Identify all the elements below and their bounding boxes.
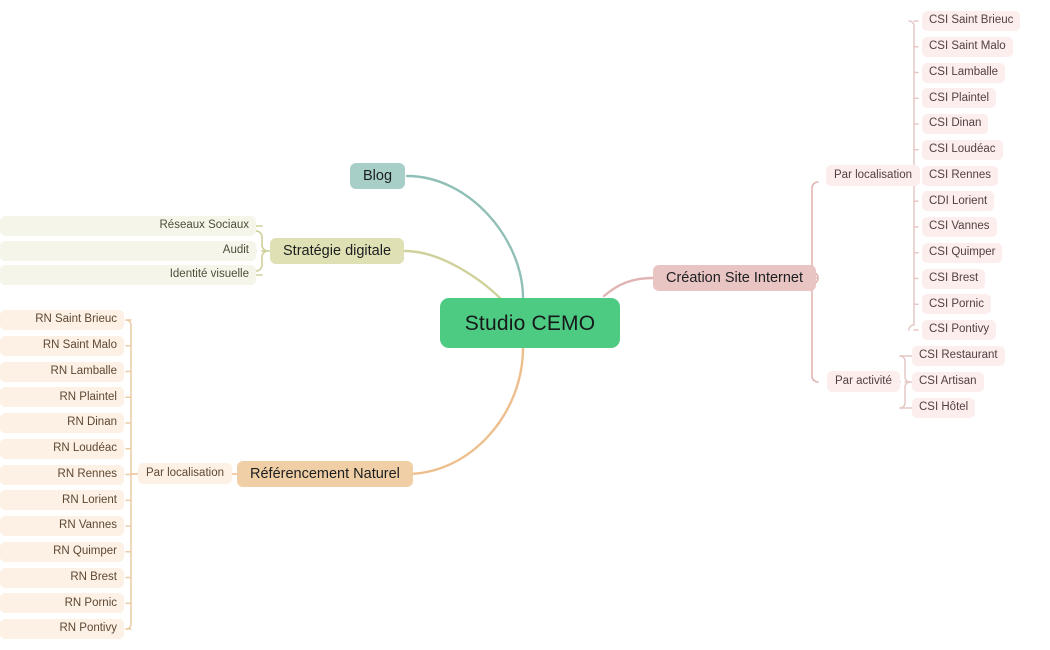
leaf-node[interactable]: RN Pontivy <box>0 619 124 639</box>
group-label-rn-par-localisation: Par localisation <box>146 466 224 479</box>
leaf-node-label: RN Rennes <box>57 467 117 480</box>
leaf-node[interactable]: RN Quimper <box>0 541 124 562</box>
leaf-node[interactable]: CSI Quimper <box>922 242 1003 263</box>
leaf-node-label: RN Loudéac <box>53 442 117 454</box>
leaf-node-label: RN Plaintel <box>59 390 117 403</box>
leaf-node[interactable]: RN Saint Malo <box>0 335 124 356</box>
leaf-node-label: Identité visuelle <box>169 268 249 281</box>
leaf-node[interactable]: RN Pornic <box>0 593 124 614</box>
leaf-node[interactable]: CSI Pontivy <box>922 320 997 340</box>
leaf-node[interactable]: CSI Vannes <box>922 217 997 237</box>
leaf-node[interactable]: Audit <box>0 241 256 261</box>
group-label-csi-par-localisation: Par localisation <box>834 168 912 181</box>
leaf-lines-csi-activite <box>899 355 913 409</box>
leaf-node-label: RN Pornic <box>64 596 117 609</box>
leaf-node-label: RN Quimper <box>53 545 117 557</box>
leaf-node[interactable]: CSI Lamballe <box>922 62 1006 83</box>
leaf-node-label: CSI Pornic <box>929 297 984 310</box>
leaf-lines-rn-localisation <box>125 319 132 630</box>
leaf-node[interactable]: RN Rennes <box>0 464 124 485</box>
leaf-node[interactable]: CSI Hôtel <box>912 398 976 418</box>
leaf-node[interactable]: CSI Brest <box>922 268 986 289</box>
leaf-node-label: CSI Loudéac <box>929 143 996 155</box>
leaf-node[interactable]: CSI Saint Malo <box>922 36 1013 57</box>
branch-node-strategie-digitale[interactable]: Stratégie digitale <box>270 238 405 264</box>
branch-line-blog <box>405 174 525 300</box>
leaf-node[interactable]: CSI Rennes <box>922 165 999 186</box>
leaf-node-label: RN Brest <box>70 570 117 583</box>
branch-line-seo <box>405 346 525 476</box>
leaf-node[interactable]: CSI Restaurant <box>912 346 1005 366</box>
leaf-node-label: CSI Brest <box>929 271 979 284</box>
root-node[interactable]: Studio CEMO <box>440 298 620 348</box>
leaf-node-label: CSI Saint Brieuc <box>929 14 1014 27</box>
branch-node-referencement-naturel[interactable]: Référencement Naturel <box>237 461 413 487</box>
leaf-node[interactable]: RN Lamballe <box>0 361 124 382</box>
connector-segment <box>125 319 132 630</box>
leaf-node-label: CSI Plaintel <box>929 91 990 104</box>
leaf-node[interactable]: RN Vannes <box>0 516 124 536</box>
leaf-node-label: RN Dinan <box>67 416 117 429</box>
leaf-node[interactable]: CSI Saint Brieuc <box>922 11 1021 31</box>
leaf-node-label: CSI Pontivy <box>929 323 990 336</box>
root-node-label: Studio CEMO <box>464 311 596 335</box>
group-node-rn-par-localisation[interactable]: Par localisation <box>138 463 232 484</box>
leaf-node-label: CSI Saint Malo <box>929 40 1006 52</box>
branch-line-strategie <box>403 249 504 302</box>
leaf-node-label: CSI Quimper <box>929 246 996 258</box>
leaf-node[interactable]: RN Plaintel <box>0 387 124 408</box>
leaf-node[interactable]: CSI Pornic <box>922 294 991 315</box>
leaf-node-label: RN Lamballe <box>50 364 117 377</box>
branch-node-blog[interactable]: Blog <box>350 163 406 189</box>
leaf-node-label: RN Saint Malo <box>42 339 117 351</box>
branch-label-strategie-digitale: Stratégie digitale <box>283 242 392 259</box>
leaf-node[interactable]: RN Loudéac <box>0 438 124 459</box>
leaf-node-label: RN Saint Brieuc <box>35 313 117 326</box>
leaf-node-label: CSI Vannes <box>929 220 990 233</box>
branch-line-creation <box>602 276 655 298</box>
group-node-csi-par-localisation[interactable]: Par localisation <box>826 165 920 186</box>
leaf-node[interactable]: CDI Lorient <box>922 191 995 212</box>
subtree-lines-creation <box>811 175 915 383</box>
leaf-node[interactable]: CSI Loudéac <box>922 139 1003 160</box>
leaf-node-label: RN Pontivy <box>59 622 117 635</box>
leaf-node-label: CSI Dinan <box>929 117 982 130</box>
leaf-node[interactable]: CSI Plaintel <box>922 88 997 109</box>
branch-label-blog: Blog <box>363 167 393 184</box>
leaf-node-label: CDI Lorient <box>929 194 988 207</box>
leaf-node[interactable]: Identité visuelle <box>0 265 256 285</box>
leaf-node-label: Réseaux Sociaux <box>159 219 250 232</box>
leaf-node[interactable]: RN Dinan <box>0 413 124 433</box>
leaf-node-label: RN Lorient <box>62 493 117 506</box>
leaf-node-label: CSI Lamballe <box>929 65 999 78</box>
leaf-node[interactable]: RN Brest <box>0 567 124 588</box>
group-label-csi-par-activite: Par activité <box>835 374 892 387</box>
leaf-node-label: RN Vannes <box>59 519 117 532</box>
leaf-node-label: CSI Restaurant <box>919 349 998 362</box>
leaf-node[interactable]: RN Saint Brieuc <box>0 310 124 330</box>
leaf-node[interactable]: RN Lorient <box>0 490 124 511</box>
leaf-node-label: CSI Artisan <box>919 375 977 388</box>
leaf-node-label: CSI Rennes <box>929 168 992 181</box>
branch-label-creation-site-internet: Création Site Internet <box>666 269 804 286</box>
branch-node-creation-site-internet[interactable]: Création Site Internet <box>653 265 817 291</box>
group-node-csi-par-activite[interactable]: Par activité <box>827 371 900 392</box>
leaf-node-label: CSI Hôtel <box>919 401 969 414</box>
leaf-node-label: Audit <box>222 244 249 257</box>
leaf-node[interactable]: CSI Dinan <box>922 114 989 134</box>
leaf-node[interactable]: CSI Artisan <box>912 372 984 392</box>
branch-label-referencement-naturel: Référencement Naturel <box>250 465 400 482</box>
leaf-node[interactable]: Réseaux Sociaux <box>0 216 256 236</box>
